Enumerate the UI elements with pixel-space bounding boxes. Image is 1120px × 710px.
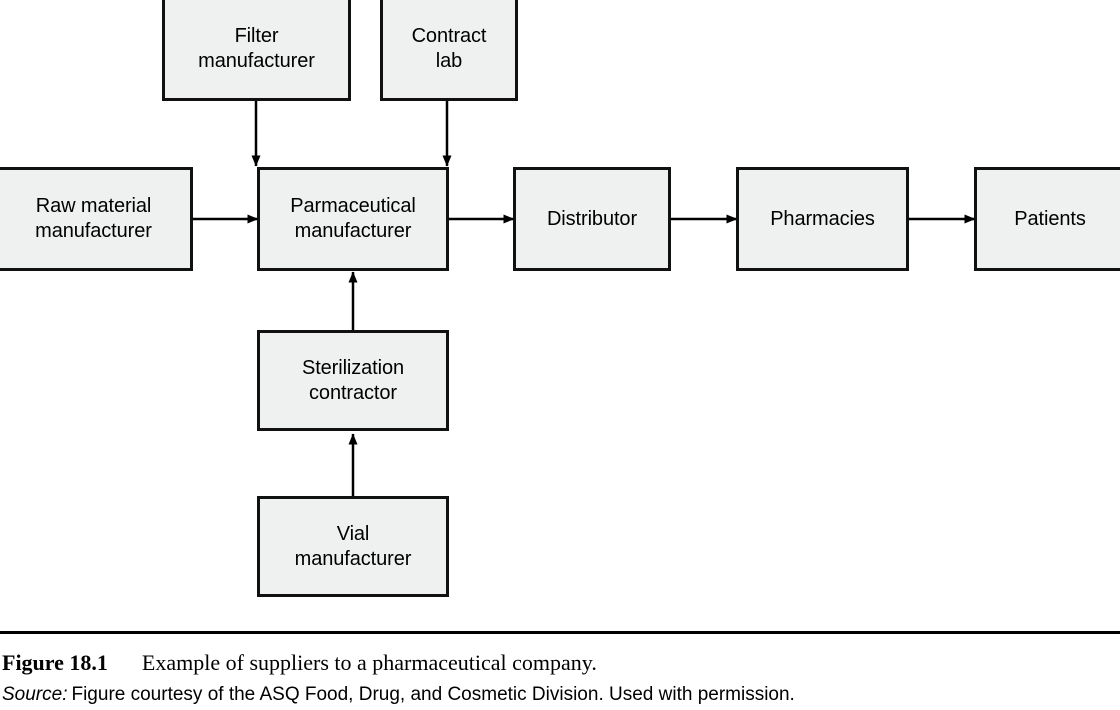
flowchart-diagram: Filter manufacturer Contract lab Raw mat…: [0, 0, 1120, 597]
node-distributor[interactable]: Distributor: [513, 167, 671, 271]
node-label-raw-material-manufacturer: Raw material manufacturer: [35, 195, 152, 242]
node-sterilization-contractor[interactable]: Sterilization contractor: [257, 330, 449, 431]
caption-divider-rule: [0, 631, 1120, 634]
node-label-sterilization-contractor: Sterilization contractor: [301, 356, 405, 404]
source-text: Figure courtesy of the ASQ Food, Drug, a…: [71, 684, 795, 705]
node-contract-lab[interactable]: Contract lab: [380, 0, 518, 101]
node-vial-manufacturer[interactable]: Vial manufacturer: [257, 496, 449, 597]
node-label-parmaceutical-manufacturer: Parmaceutical manufacturer: [290, 195, 416, 242]
figure-caption-line: Figure 18.1 Example of suppliers to a pha…: [2, 650, 597, 676]
node-filter-manufacturer[interactable]: Filter manufacturer: [162, 0, 351, 101]
source-label: Source:: [2, 684, 68, 705]
node-label-distributor: Distributor: [546, 207, 638, 230]
node-patients[interactable]: Patients: [974, 167, 1120, 271]
figure-caption-text: Example of suppliers to a pharmaceutical…: [141, 650, 597, 675]
node-label-filter-manufacturer: Filter manufacturer: [198, 25, 315, 72]
node-label-patients: Patients: [1014, 207, 1086, 230]
figure-source-line: Source:Figure courtesy of the ASQ Food, …: [2, 683, 795, 706]
connector-arrows-layer: [193, 101, 976, 496]
node-label-vial-manufacturer: Vial manufacturer: [294, 522, 412, 570]
node-label-contract-lab: Contract lab: [411, 25, 487, 72]
figure-number: Figure 18.1: [2, 650, 108, 675]
figure-caption-block: Figure 18.1 Example of suppliers to a pha…: [0, 631, 1120, 710]
node-raw-material-manufacturer[interactable]: Raw material manufacturer: [0, 167, 193, 271]
node-pharmacies[interactable]: Pharmacies: [736, 167, 909, 271]
node-label-pharmacies: Pharmacies: [770, 207, 875, 230]
node-parmaceutical-manufacturer[interactable]: Parmaceutical manufacturer: [257, 167, 449, 271]
